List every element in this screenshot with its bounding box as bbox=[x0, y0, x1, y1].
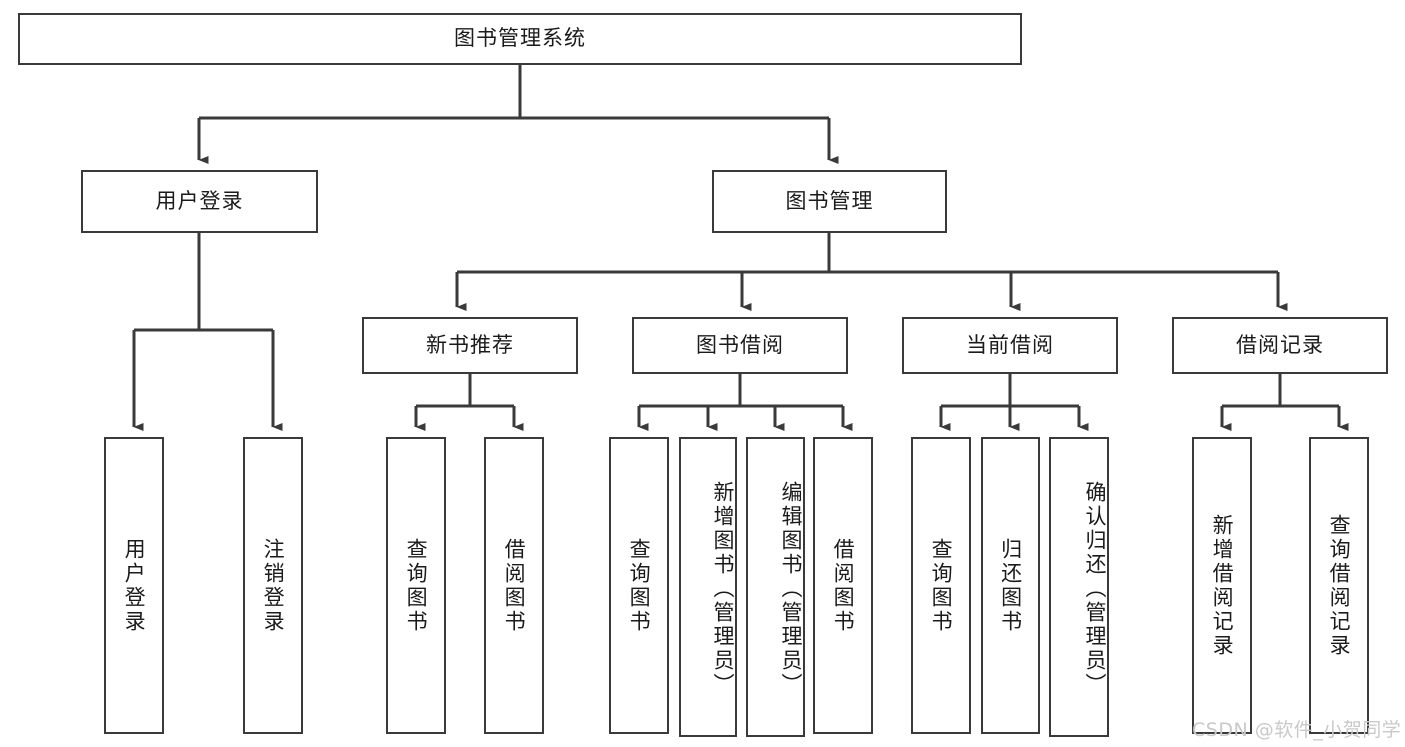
node-user-login[interactable]: 用户登录 bbox=[81, 170, 318, 233]
leaf-borrow-book-2-label: 借阅图书 bbox=[831, 537, 856, 634]
leaf-query-book-2-label: 查询图书 bbox=[627, 537, 652, 634]
leaf-query-record-label: 查询借阅记录 bbox=[1327, 513, 1352, 658]
node-book-manage[interactable]: 图书管理 bbox=[712, 170, 947, 233]
leaf-query-book-2[interactable]: 查询图书 bbox=[609, 437, 669, 734]
leaf-user-login-label: 用户登录 bbox=[122, 537, 147, 634]
node-root-system-label: 图书管理系统 bbox=[454, 26, 586, 51]
node-user-login-label: 用户登录 bbox=[155, 188, 244, 213]
leaf-return-book[interactable]: 归还图书 bbox=[981, 437, 1040, 734]
node-new-book-recommend-label: 新书推荐 bbox=[426, 332, 514, 357]
leaf-logout-login[interactable]: 注销登录 bbox=[243, 437, 303, 734]
leaf-confirm-return-label: 确认归还（管理员） bbox=[1083, 480, 1107, 697]
leaf-edit-book-label: 编辑图书（管理员） bbox=[779, 480, 803, 697]
leaf-borrow-book-2[interactable]: 借阅图书 bbox=[813, 437, 873, 734]
node-book-manage-label: 图书管理 bbox=[785, 188, 874, 213]
leaf-query-book-1-label: 查询图书 bbox=[404, 537, 429, 634]
leaf-edit-book[interactable]: 编辑图书（管理员） bbox=[746, 437, 805, 737]
csdn-watermark: CSDN @软件_小贺同学 bbox=[1192, 719, 1402, 741]
leaf-borrow-book-1[interactable]: 借阅图书 bbox=[484, 437, 544, 734]
leaf-user-login[interactable]: 用户登录 bbox=[104, 437, 164, 734]
node-root-system[interactable]: 图书管理系统 bbox=[18, 13, 1022, 65]
node-current-borrow[interactable]: 当前借阅 bbox=[902, 317, 1118, 374]
leaf-add-book[interactable]: 新增图书（管理员） bbox=[679, 437, 737, 737]
node-borrow-record[interactable]: 借阅记录 bbox=[1172, 317, 1388, 374]
leaf-add-record-label: 新增借阅记录 bbox=[1210, 513, 1235, 658]
leaf-query-book-1[interactable]: 查询图书 bbox=[386, 437, 446, 734]
leaf-query-book-3[interactable]: 查询图书 bbox=[911, 437, 971, 734]
leaf-add-book-label: 新增图书（管理员） bbox=[711, 480, 735, 697]
leaf-borrow-book-1-label: 借阅图书 bbox=[502, 537, 527, 634]
node-borrow-record-label: 借阅记录 bbox=[1236, 332, 1324, 357]
leaf-add-record[interactable]: 新增借阅记录 bbox=[1192, 437, 1252, 734]
node-new-book-recommend[interactable]: 新书推荐 bbox=[362, 317, 578, 374]
node-book-borrow-label: 图书借阅 bbox=[696, 332, 784, 357]
leaf-query-book-3-label: 查询图书 bbox=[929, 537, 954, 634]
leaf-query-record[interactable]: 查询借阅记录 bbox=[1309, 437, 1369, 734]
leaf-confirm-return[interactable]: 确认归还（管理员） bbox=[1049, 437, 1109, 737]
leaf-logout-login-label: 注销登录 bbox=[261, 537, 286, 634]
leaf-return-book-label: 归还图书 bbox=[998, 537, 1023, 634]
node-book-borrow[interactable]: 图书借阅 bbox=[632, 317, 848, 374]
node-current-borrow-label: 当前借阅 bbox=[966, 332, 1054, 357]
